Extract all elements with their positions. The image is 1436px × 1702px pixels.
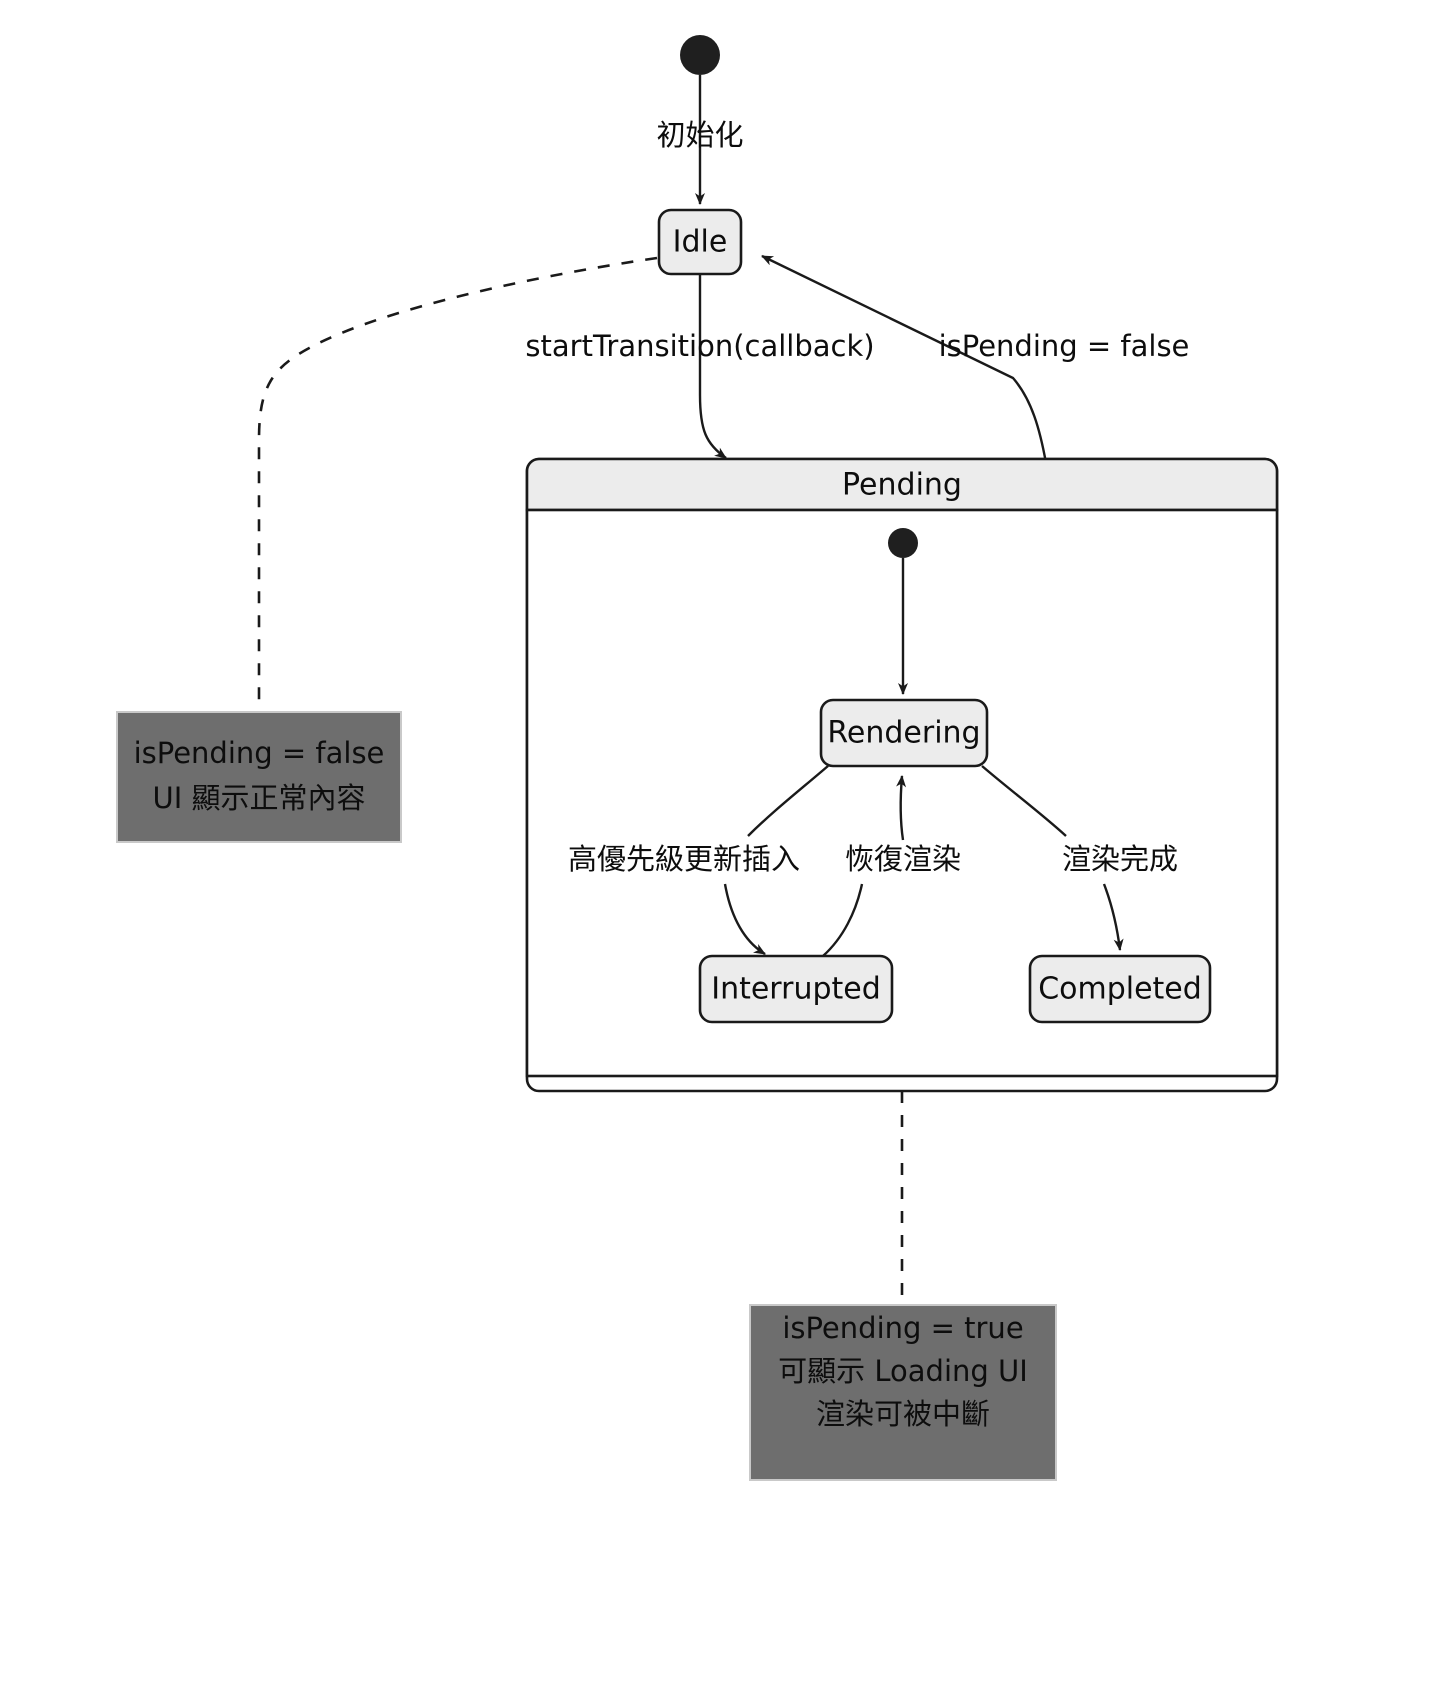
transition-interrupt: 高優先級更新插入 [568,765,829,956]
state-idle-label: Idle [673,225,728,260]
state-interrupted-box[interactable] [698,954,894,1024]
note-idle-line-1: isPending = false [134,736,385,770]
composite-state-pending-title: Pending [842,468,962,503]
note-pending-line-2: 可顯示 Loading UI [778,1354,1028,1388]
transition-start-transition: startTransition(callback) [525,274,875,459]
state-rendering-box[interactable] [819,698,989,768]
transition-complete-line-lower [1102,883,1124,951]
transition-initialize: 初始化 [656,75,744,205]
state-rendering-label: Rendering [827,716,980,751]
transition-pending-to-idle-label: isPending = false [939,329,1190,363]
initial-node-outer [680,35,720,75]
transition-pending-to-idle: isPending = false [761,254,1190,464]
transition-resume: 恢復渲染 [822,775,961,957]
transition-start-transition-label: startTransition(callback) [525,329,874,363]
note-pending: isPending = true 可顯示 Loading UI 渲染可被中斷 [749,1304,1057,1481]
transition-complete: 渲染完成 [981,765,1178,951]
transition-start-transition-line [698,274,727,459]
note-link-idle [257,256,658,712]
transition-complete-line-upper [981,765,1067,837]
state-rendering[interactable]: Rendering [819,698,989,768]
transition-resume-line-upper [896,775,907,841]
note-pending-line-3: 渲染可被中斷 [816,1397,990,1431]
transition-interrupt-line-upper [747,765,829,837]
state-idle[interactable]: Idle [657,208,743,276]
transition-resume-label: 恢復渲染 [845,842,961,876]
state-interrupted[interactable]: Interrupted [698,954,894,1024]
note-idle-line-2: UI 顯示正常內容 [153,781,366,815]
state-completed-box[interactable] [1028,954,1212,1024]
note-link-idle-line [257,256,658,712]
transition-interrupt-line-lower [723,883,766,956]
note-idle: isPending = false UI 顯示正常內容 [116,711,402,843]
transition-interrupt-label: 高優先級更新插入 [568,842,800,876]
initial-node-inner [888,528,918,558]
initial-node-circle [680,35,720,75]
note-pending-box [749,1304,1057,1481]
composite-state-pending-header [525,457,1279,512]
state-interrupted-label: Interrupted [711,972,881,1007]
transition-complete-label: 渲染完成 [1062,842,1178,876]
state-completed-label: Completed [1038,972,1202,1007]
note-pending-line-1: isPending = true [782,1311,1023,1345]
initial-node-inner-circle [888,528,918,558]
state-completed[interactable]: Completed [1028,954,1212,1024]
transition-resume-line-lower [822,883,864,957]
transition-pending-to-idle-line [761,254,1048,464]
transition-initialize-label: 初始化 [656,118,743,152]
note-idle-box [116,711,402,843]
